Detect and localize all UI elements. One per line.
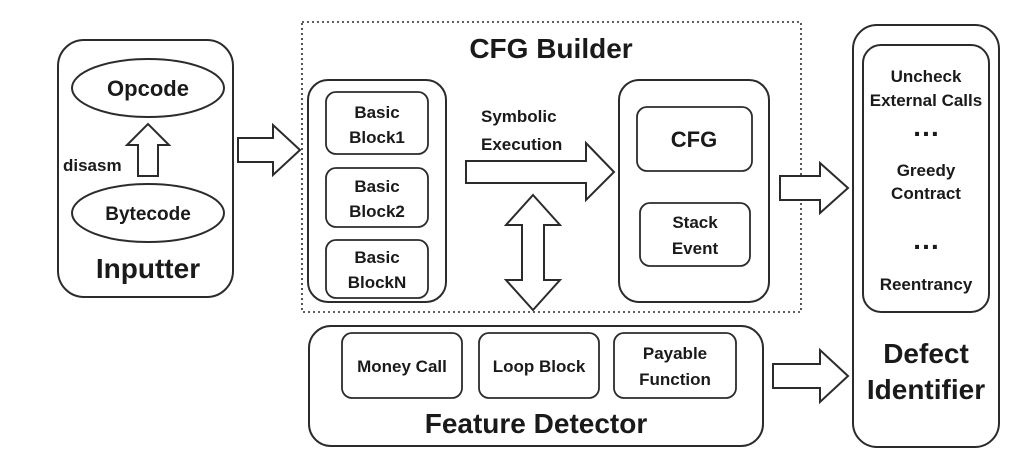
uncheck-line2: External Calls	[870, 91, 982, 110]
cfg-label: CFG	[671, 127, 717, 152]
payable-line2: Function	[639, 370, 711, 389]
greedy-line1: Greedy	[897, 161, 956, 180]
ellipsis-1: …	[912, 111, 940, 142]
bidirectional-arrow	[503, 193, 563, 312]
defect-title-line2: Identifier	[867, 374, 985, 405]
loop-block-node	[478, 332, 600, 399]
defect-title-line1: Defect	[883, 338, 969, 369]
cfg-builder-title: CFG Builder	[469, 33, 632, 64]
inputter-title: Inputter	[96, 253, 200, 284]
disasm-arrow	[124, 122, 172, 177]
feature-detector-module: Money Call Loop Block Payable Function F…	[308, 325, 764, 447]
basic-block-2-line1: Basic	[354, 177, 399, 196]
basic-block-1	[325, 91, 429, 155]
stack-event-node	[639, 202, 751, 267]
inputter-module: Opcode Bytecode disasm Inputter	[57, 39, 234, 298]
defect-list-container	[862, 44, 990, 313]
cfg-builder-module: CFG Builder Basic Block1 Basic Block2 Ba…	[301, 21, 802, 313]
inputter-to-cfg-arrow	[237, 122, 302, 178]
payable-function-node	[613, 332, 737, 399]
stack-event-line2: Event	[672, 239, 719, 258]
uncheck-line1: Uncheck	[891, 67, 962, 86]
disasm-label: disasm	[63, 156, 122, 175]
payable-line1: Payable	[643, 344, 707, 363]
basic-block-2	[325, 167, 429, 228]
feature-detector-title: Feature Detector	[425, 408, 648, 439]
loop-block-label: Loop Block	[493, 357, 586, 376]
money-call-node	[341, 332, 463, 399]
ellipsis-2: …	[912, 224, 940, 255]
stack-event-line1: Stack	[672, 213, 718, 232]
basic-block-1-line1: Basic	[354, 103, 399, 122]
defect-identifier-module: Uncheck External Calls … Greedy Contract…	[852, 24, 1000, 448]
reentrancy-label: Reentrancy	[880, 275, 973, 294]
basic-block-n-line1: Basic	[354, 248, 399, 267]
feature-to-defect-arrow	[772, 347, 850, 405]
bytecode-label: Bytecode	[105, 204, 191, 225]
opcode-node	[71, 58, 225, 118]
opcode-label: Opcode	[107, 76, 189, 101]
cfg-node	[636, 106, 753, 172]
greedy-line2: Contract	[891, 184, 961, 203]
basic-block-n-line2: BlockN	[348, 273, 407, 292]
cfg-to-defect-arrow	[779, 160, 850, 216]
basic-block-1-line2: Block1	[349, 128, 405, 147]
symbolic-execution-arrow	[465, 140, 616, 203]
basic-block-2-line2: Block2	[349, 202, 405, 221]
symbolic-label-line1: Symbolic	[481, 107, 557, 126]
bytecode-node	[71, 183, 225, 243]
basic-block-n	[325, 239, 429, 299]
symbolic-label-line2: Execution	[481, 135, 562, 154]
money-call-label: Money Call	[357, 357, 447, 376]
